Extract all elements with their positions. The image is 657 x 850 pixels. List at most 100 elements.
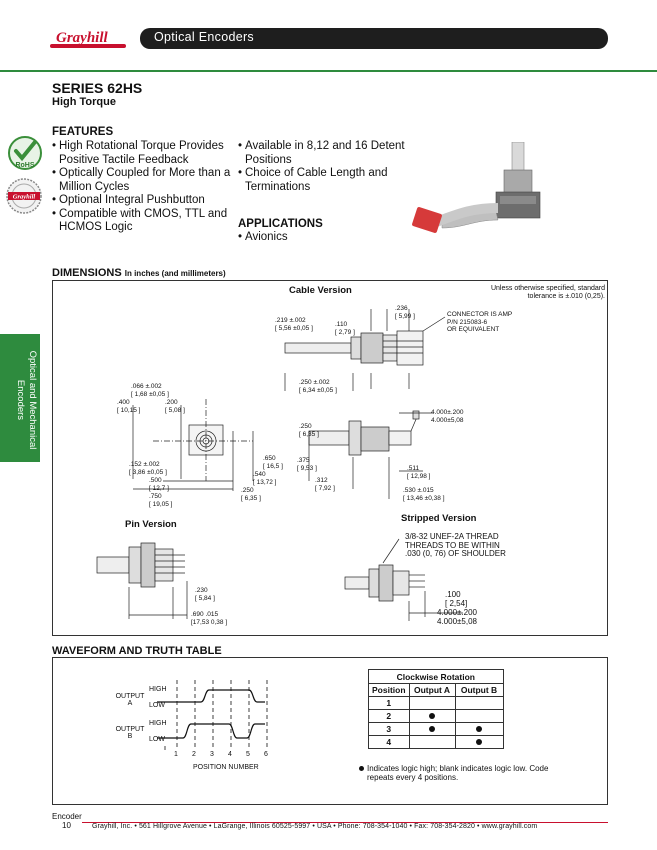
stripped-version-drawing [344, 538, 463, 621]
dim-label: .100[ 2,54] [445, 590, 468, 608]
stripped-version-title: Stripped Version [401, 513, 477, 524]
truth-header-position: Position [368, 683, 410, 697]
dimension-drawings [96, 309, 463, 621]
dim-label: .690 .015[17,53 0,38 ] [191, 611, 228, 626]
logic-high-dot-icon [359, 766, 364, 771]
footer-section: Encoder [52, 812, 82, 821]
truth-table: Clockwise Rotation Position Output A Out… [368, 669, 504, 749]
position-axis-label: POSITION NUMBER [193, 764, 259, 771]
footer-divider [82, 822, 608, 823]
rohs-badge-icon: RoHS [8, 136, 42, 170]
truth-header-output-b: Output B [454, 683, 504, 697]
high-label-a: HIGH [149, 686, 167, 693]
dim-label: .500[ 12,7 ] [149, 477, 169, 492]
truth-table-caption: Clockwise Rotation [368, 669, 504, 684]
truth-header-output-a: Output A [408, 683, 456, 697]
truth-table-footnote: Indicates logic high; blank indicates lo… [359, 764, 549, 782]
dim-label: .375[ 9,53 ] [297, 457, 317, 472]
high-label-b: HIGH [149, 720, 167, 727]
dim-label: .250 ±.002[ 6,34 ±0,05 ] [299, 379, 337, 394]
logic-high-dot [429, 726, 436, 732]
red-connector [412, 206, 442, 234]
dim-label: .066 ±.002[ 1,68 ±0,05 ] [131, 383, 169, 398]
side-tab-text: Optical and Mechanical Encoders [14, 340, 38, 460]
table-row: 4 [368, 735, 504, 749]
grayhill-logo: Grayhill [50, 28, 130, 50]
side-tab-line2: Encoders [15, 379, 26, 421]
dim-label: .540[ 13,72 ] [253, 471, 277, 486]
feature-item: Optically Coupled for More than a Millio… [52, 167, 232, 194]
waveform-heading: WAVEFORM AND TRUTH TABLE [52, 645, 222, 657]
features-list-1: High Rotational Torque Provides Positive… [52, 140, 232, 235]
encoder-product-photo [412, 142, 541, 234]
dim-label: .219 ±.002[ 5,56 ±0,05 ] [275, 317, 313, 332]
table-row: 2 [368, 709, 504, 723]
dim-label: .400[ 10,15 ] [117, 399, 141, 414]
position-tick: 2 [192, 751, 196, 758]
header-bar: Optical Encoders [140, 28, 608, 49]
side-view-drawing [308, 410, 433, 499]
logo-swoosh [50, 44, 126, 48]
dim-label: .200[ 5,08 ] [165, 399, 185, 414]
dim-label: .250[ 6,35 ] [241, 487, 261, 502]
seal-label: Grayhill [13, 194, 36, 201]
page-number: 10 [62, 821, 71, 830]
position-tick: 6 [264, 751, 268, 758]
dimensions-heading: DIMENSIONS In inches (and millimeters) [52, 267, 226, 279]
table-row: 3 [368, 722, 504, 736]
ribbon-cable [434, 203, 499, 227]
output-a-waveform [157, 689, 265, 703]
feature-item: Available in 8,12 and 16 Detent Position… [238, 140, 413, 167]
cable-version-title: Cable Version [289, 285, 352, 296]
dim-label: .236[ 5,99 ] [395, 305, 415, 320]
features-list-2: Available in 8,12 and 16 Detent Position… [238, 140, 413, 194]
series-subtitle: High Torque [52, 96, 116, 108]
logic-high-dot [476, 726, 483, 732]
side-tab-line1: Optical and Mechanical [27, 350, 38, 450]
feature-item: High Rotational Torque Provides Positive… [52, 140, 232, 167]
tolerance-note: Unless otherwise specified, standard tol… [479, 285, 605, 301]
table-row: 1 [368, 696, 504, 710]
dim-label: .750[ 19,05 ] [149, 493, 173, 508]
dimensions-drawing-panel: Cable Version Unless otherwise specified… [52, 280, 608, 636]
logic-high-dot [476, 739, 483, 745]
series-title: SERIES 62HS [52, 80, 143, 96]
feature-item: Choice of Cable Length and Terminations [238, 167, 413, 194]
dim-label: .110[ 2,79 ] [335, 321, 355, 336]
application-item: Avionics [238, 231, 288, 243]
dimensions-heading-note: In inches (and millimeters) [124, 269, 226, 278]
features-heading: FEATURES [52, 126, 114, 138]
position-tick: 1 [174, 751, 178, 758]
position-tick: 3 [210, 751, 214, 758]
dim-label: .152 ±.002[ 3,86 ±0,05 ] [129, 461, 167, 476]
dimensions-heading-text: DIMENSIONS [52, 267, 122, 279]
dim-label: .250[ 6,35 ] [299, 423, 319, 438]
header-title: Optical Encoders [154, 30, 254, 44]
footer-address: Grayhill, Inc. • 561 Hillgrove Avenue • … [92, 823, 538, 830]
grayhill-seal-icon: Grayhill [6, 178, 42, 214]
output-b-waveform [157, 723, 265, 739]
pin-version-title: Pin Version [125, 519, 177, 530]
dim-label: .312[ 7,92 ] [315, 477, 335, 492]
rohs-label: RoHS [15, 162, 34, 169]
position-tick: 5 [246, 751, 250, 758]
applications-list: Avionics [238, 231, 288, 243]
front-view-drawing [132, 399, 254, 491]
section-side-tab [0, 334, 40, 462]
logic-high-dot [429, 713, 436, 719]
low-label-b: LOW [149, 736, 165, 743]
applications-heading: APPLICATIONS [238, 218, 323, 230]
dim-label: .230[ 5,84 ] [195, 587, 215, 602]
position-tick: 4 [228, 751, 232, 758]
dim-label: .530 ±.015[ 13,46 ±0,38 ] [403, 487, 445, 502]
header-divider [0, 70, 657, 72]
dim-label: .511[ 12,98 ] [407, 465, 431, 480]
pin-version-drawing [96, 542, 188, 619]
logo-text: Grayhill [56, 30, 108, 46]
